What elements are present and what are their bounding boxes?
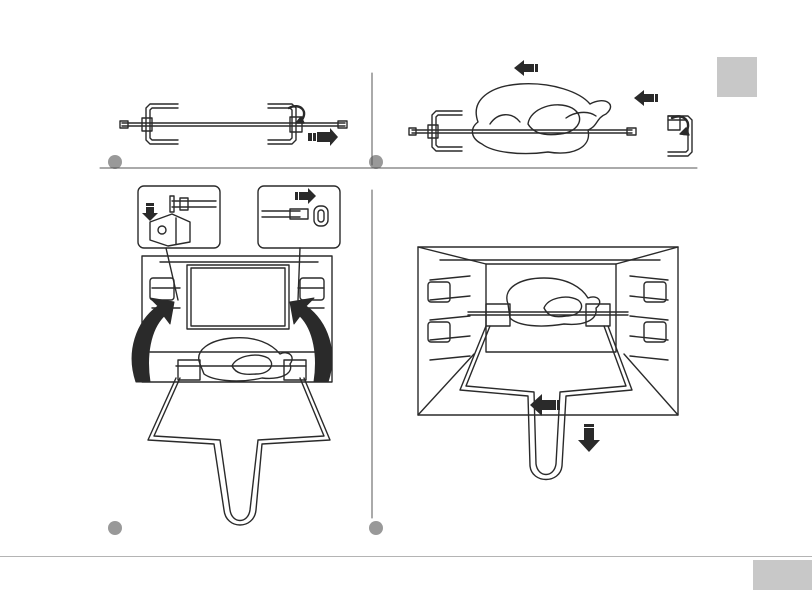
arrow-right-icon-2 xyxy=(295,188,316,204)
figure-spit-assembly xyxy=(120,104,347,144)
figure-insert-spit xyxy=(138,186,340,525)
arrow-left-icon xyxy=(514,60,538,76)
arrow-down-icon-2 xyxy=(578,424,600,452)
curved-arrow-up-icon xyxy=(132,298,332,382)
arrow-right-icon xyxy=(308,128,338,146)
panel-dividers xyxy=(100,73,697,518)
figure-remove-spit xyxy=(418,247,678,480)
arrow-left-icon-2 xyxy=(634,90,658,106)
arrow-down-icon xyxy=(142,203,158,221)
